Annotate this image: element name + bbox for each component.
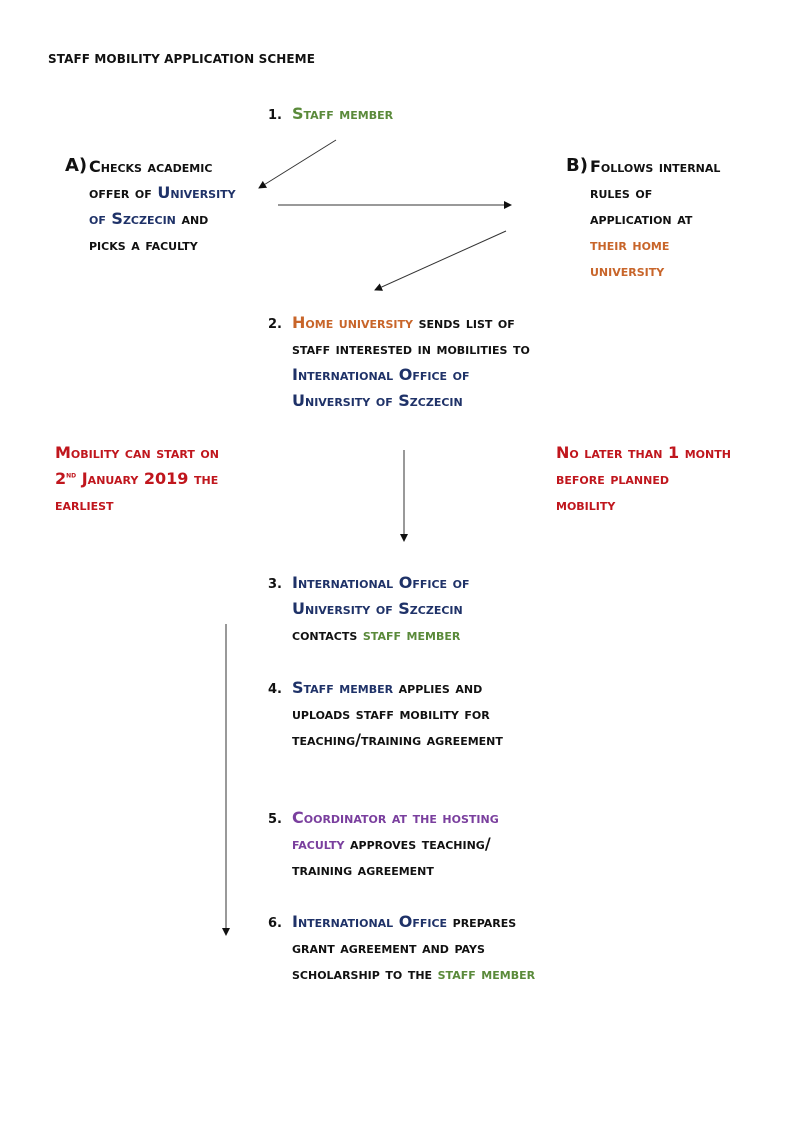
step-6-number: 6.	[268, 916, 282, 931]
branch-a-label: A)	[65, 155, 88, 176]
text-segment: staff member	[437, 964, 536, 983]
text-segment: sends list of staff interested in mobili…	[292, 313, 530, 358]
step-4-text: Staff member applies and uploads staff m…	[292, 675, 542, 753]
text-segment: contacts	[292, 625, 363, 644]
text-segment: and picks a faculty	[89, 209, 209, 254]
text-segment: Staff member	[292, 104, 394, 123]
text-segment: staff member	[362, 625, 461, 644]
text-segment: University of Szczecin	[89, 183, 236, 228]
branch-b-text: Follows internal rules of application at…	[590, 154, 730, 284]
text-segment: International Office	[292, 912, 448, 931]
note-earliest-start: Mobility can start on 2nd January 2019 t…	[55, 443, 219, 514]
arrow-step1-to-a	[258, 139, 337, 189]
text-segment: Home university	[292, 313, 413, 332]
text-segment: applies and uploads staff mobility for t…	[292, 678, 503, 749]
branch-a-text: Checks academic offer of University of S…	[89, 154, 239, 258]
page-title: STAFF MOBILITY APPLICATION SCHEME	[48, 52, 316, 66]
text-segment: International Office of University of Sz…	[292, 365, 470, 410]
step-1-text: Staff member	[292, 101, 552, 127]
step-3-number: 3.	[268, 577, 282, 592]
step-2-text: Home university sends list of staff inte…	[292, 310, 552, 414]
step-5-number: 5.	[268, 812, 282, 827]
text-segment: Coordinator at the hosting faculty	[292, 808, 499, 853]
step-1-number: 1.	[268, 108, 282, 123]
text-segment: approves teaching/ training agreement	[292, 834, 491, 879]
step-3-text: International Office of University of Sz…	[292, 570, 532, 648]
note-deadline: No later than 1 month before planned mob…	[556, 443, 731, 514]
text-segment: Staff member	[292, 678, 394, 697]
text-segment: Checks academic offer of	[89, 157, 213, 202]
step-5-text: Coordinator at the hosting faculty appro…	[292, 805, 547, 883]
branch-b-label: B)	[566, 155, 588, 176]
step-6-text: International Office prepares grant agre…	[292, 909, 547, 987]
text-segment: Follows internal rules of application at	[590, 157, 721, 228]
step-2-number: 2.	[268, 317, 282, 332]
arrow-b-to-step2	[374, 230, 507, 291]
text-segment: International Office of University of Sz…	[292, 573, 470, 618]
text-segment: their home university	[590, 235, 670, 280]
text-segment: prepares grant agreement and pays schola…	[292, 912, 517, 983]
step-4-number: 4.	[268, 682, 282, 697]
